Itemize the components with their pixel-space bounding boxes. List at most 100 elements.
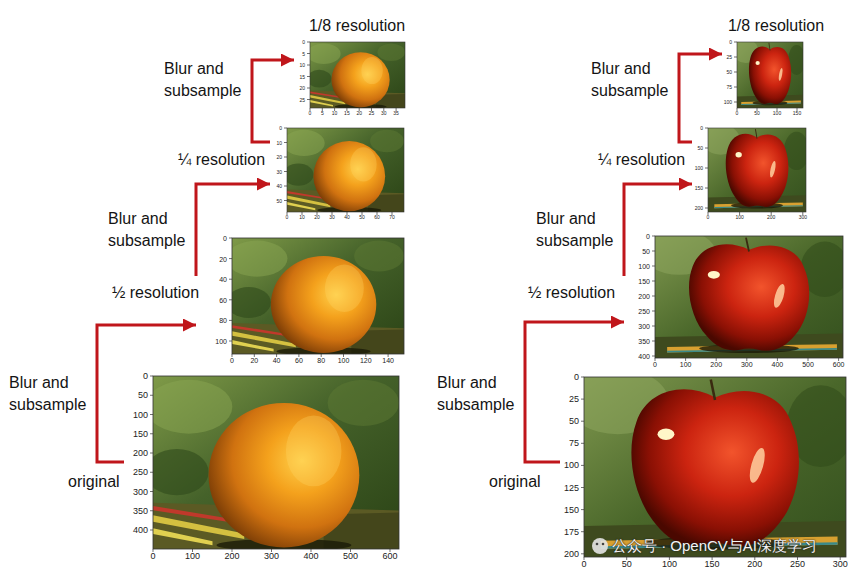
tick-mark xyxy=(229,238,232,239)
tick-mark xyxy=(581,421,584,422)
tick-label: 200 xyxy=(224,552,239,561)
resolution-label: original xyxy=(489,472,541,491)
tick-mark xyxy=(321,354,322,357)
tick-mark xyxy=(655,358,656,361)
step-label: Blur and subsample xyxy=(591,58,673,101)
image-panel: ¼ resolution xyxy=(270,122,410,222)
resolution-label: 1/8 resolution xyxy=(309,16,405,35)
tick-label: 350 xyxy=(133,506,148,515)
tick-label: 10 xyxy=(299,63,305,68)
tick-mark xyxy=(581,553,584,554)
tick-mark xyxy=(685,358,686,361)
tick-label: 60 xyxy=(374,215,380,220)
tick-mark xyxy=(254,354,255,357)
tick-mark xyxy=(746,358,747,361)
tick-label: 20 xyxy=(276,155,282,160)
tick-mark xyxy=(150,414,153,415)
axes-frame xyxy=(153,376,399,549)
tick-label: 200 xyxy=(695,206,703,211)
tick-label: 140 xyxy=(382,357,394,364)
tick-label: 100 xyxy=(638,263,650,270)
resolution-label: ½ resolution xyxy=(528,283,615,302)
tick-label: 25 xyxy=(369,111,375,116)
tick-label: 200 xyxy=(133,449,148,458)
tick-label: 70 xyxy=(389,215,395,220)
tick-mark xyxy=(777,358,778,361)
wechat-icon xyxy=(592,538,608,554)
tick-mark xyxy=(150,472,153,473)
tick-label: 120 xyxy=(360,357,372,364)
step-label: Blur and subsample xyxy=(9,372,91,415)
tick-label: 0 xyxy=(223,235,227,242)
tick-mark xyxy=(150,376,153,377)
tick-label: 40 xyxy=(273,357,281,364)
tick-label: 15 xyxy=(344,111,350,116)
tick-label: 50 xyxy=(642,248,650,255)
tick-label: 35 xyxy=(393,111,399,116)
tick-label: 10 xyxy=(299,215,305,220)
icon-eye xyxy=(602,543,605,546)
tick-label: 200 xyxy=(767,215,775,220)
tick-label: 0 xyxy=(736,111,739,116)
tick-mark xyxy=(284,128,287,129)
tick-label: 100 xyxy=(215,338,227,345)
tick-mark xyxy=(150,491,153,492)
tick-label: 200 xyxy=(638,293,650,300)
tick-mark xyxy=(652,296,655,297)
tick-label: 100 xyxy=(695,166,703,171)
tick-label: 30 xyxy=(329,215,335,220)
tick-mark xyxy=(734,72,737,73)
tick-mark xyxy=(388,354,389,357)
tick-mark xyxy=(307,76,310,77)
arrow xyxy=(525,322,624,462)
tick-label: 75 xyxy=(726,85,732,90)
tick-mark xyxy=(150,433,153,434)
tick-label: 25 xyxy=(569,395,579,404)
tick-mark xyxy=(307,65,310,66)
tick-label: 5 xyxy=(321,111,324,116)
tick-label: 80 xyxy=(317,357,325,364)
tick-mark xyxy=(229,279,232,280)
arrow xyxy=(679,54,722,142)
tick-mark xyxy=(343,354,344,357)
tick-label: 400 xyxy=(133,526,148,535)
tick-label: 5 xyxy=(302,51,305,56)
tick-label: 60 xyxy=(219,296,227,303)
image-panel: ½ resolution xyxy=(196,232,410,372)
apple-image xyxy=(733,39,805,108)
step-label: Blur and subsample xyxy=(164,58,246,101)
tick-mark xyxy=(705,188,708,189)
tick-mark xyxy=(307,99,310,100)
tick-mark xyxy=(284,171,287,172)
tick-mark xyxy=(298,354,299,357)
tick-mark xyxy=(705,148,708,149)
axes-frame xyxy=(737,42,803,108)
tick-mark xyxy=(652,326,655,327)
tick-label: 50 xyxy=(754,111,760,116)
tick-label: 150 xyxy=(695,186,703,191)
tick-mark xyxy=(365,354,366,357)
arrow xyxy=(97,325,196,462)
tick-mark xyxy=(652,341,655,342)
tick-label: 150 xyxy=(638,278,650,285)
tick-mark xyxy=(734,57,737,58)
apple-image xyxy=(702,124,809,212)
tick-mark xyxy=(705,208,708,209)
tick-mark xyxy=(581,377,584,378)
tick-mark xyxy=(229,341,232,342)
tick-label: 20 xyxy=(314,215,320,220)
tick-label: 0 xyxy=(581,560,586,569)
tick-mark xyxy=(284,186,287,187)
tick-mark xyxy=(705,128,708,129)
arrow xyxy=(252,60,294,142)
tick-label: 20 xyxy=(219,255,227,262)
axes-frame xyxy=(655,236,843,358)
tick-label: 50 xyxy=(138,391,148,400)
tick-mark xyxy=(229,320,232,321)
tick-mark xyxy=(229,258,232,259)
resolution-label: 1/8 resolution xyxy=(728,16,824,35)
tick-mark xyxy=(284,157,287,158)
tick-mark xyxy=(307,53,310,54)
tick-label: 100 xyxy=(662,560,677,569)
orange-image xyxy=(307,42,405,109)
